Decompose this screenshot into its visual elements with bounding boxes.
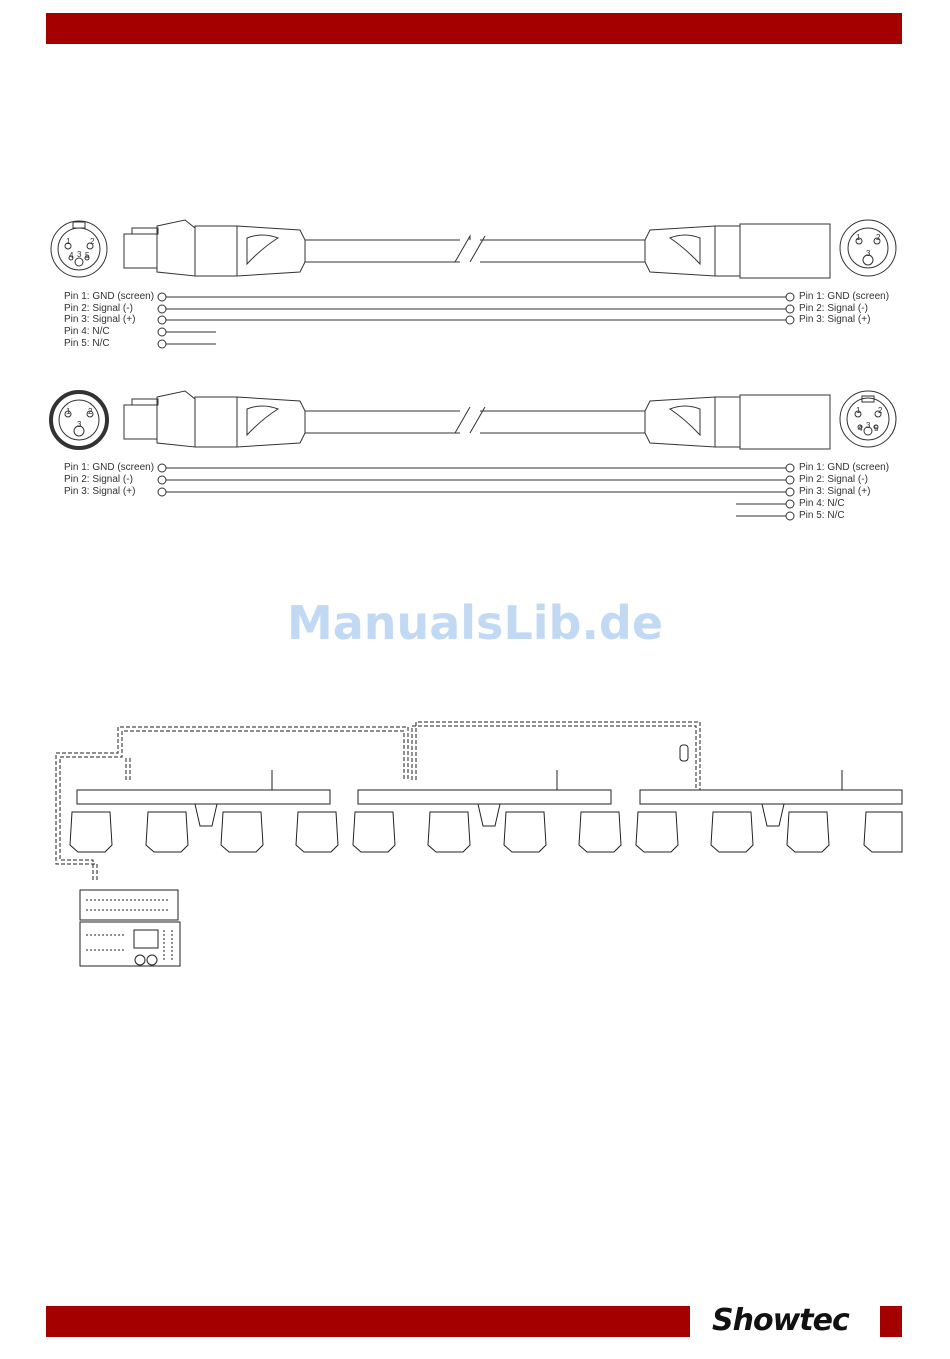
fixture-unit-2 [357,770,612,827]
fixture-unit-3 [639,770,903,827]
par-heads [69,811,903,853]
face-pin-number: 2 [878,406,883,415]
dmx-chain-diagram [55,721,903,967]
pin-label-right: Pin 3: Signal (+) [799,486,871,497]
face-pin-number: 4 [69,251,74,260]
pin-label-left: Pin 2: Signal (-) [64,303,133,314]
connector-face-right-1 [839,219,897,277]
face-pin-number: 3 [77,250,82,259]
pin-label-right: Pin 4: N/C [799,498,845,509]
pin-label-right: Pin 2: Signal (-) [799,474,868,485]
pin-label-left: Pin 5: N/C [64,338,110,349]
pin-label-right: Pin 1: GND (screen) [799,462,890,473]
face-pin-number: 1 [66,237,71,246]
brand-logo [690,1300,880,1346]
pin-label-left: Pin 1: GND (screen) [64,462,155,473]
pin-label-right: Pin 3: Signal (+) [799,314,871,325]
dmx-controller [79,889,181,967]
pin-label-left: Pin 3: Signal (+) [64,314,136,325]
face-pin-number: 2 [88,407,93,416]
face-pin-number: 2 [876,233,881,242]
connector-face-right-2 [839,390,897,448]
pin-label-left: Pin 2: Signal (-) [64,474,133,485]
pin-label-left: Pin 4: N/C [64,326,110,337]
pin-label-left: Pin 1: GND (screen) [64,291,155,302]
connector-face-left-2 [49,390,109,450]
face-pin-number: 3 [866,249,871,258]
face-pin-number: 2 [90,237,95,246]
pin-label-right: Pin 5: N/C [799,510,845,521]
fixture-unit-1 [76,770,331,827]
face-pin-number: 5 [874,424,879,433]
face-pin-number: 4 [858,424,863,433]
face-pin-number: 3 [77,420,82,429]
brand-logo-text: Showtec [712,1303,850,1338]
watermark: ManualsLib.de [286,596,664,650]
header-bar [46,13,902,44]
face-pin-number: 1 [856,233,861,242]
face-pin-number: 3 [866,421,871,430]
pin-label-right: Pin 2: Signal (-) [799,303,868,314]
connector-face-left-1 [50,220,108,278]
pin-label-left: Pin 3: Signal (+) [64,486,136,497]
face-pin-number: 5 [85,251,90,260]
face-pin-number: 1 [856,406,861,415]
pin-label-right: Pin 1: GND (screen) [799,291,890,302]
face-pin-number: 1 [66,407,71,416]
